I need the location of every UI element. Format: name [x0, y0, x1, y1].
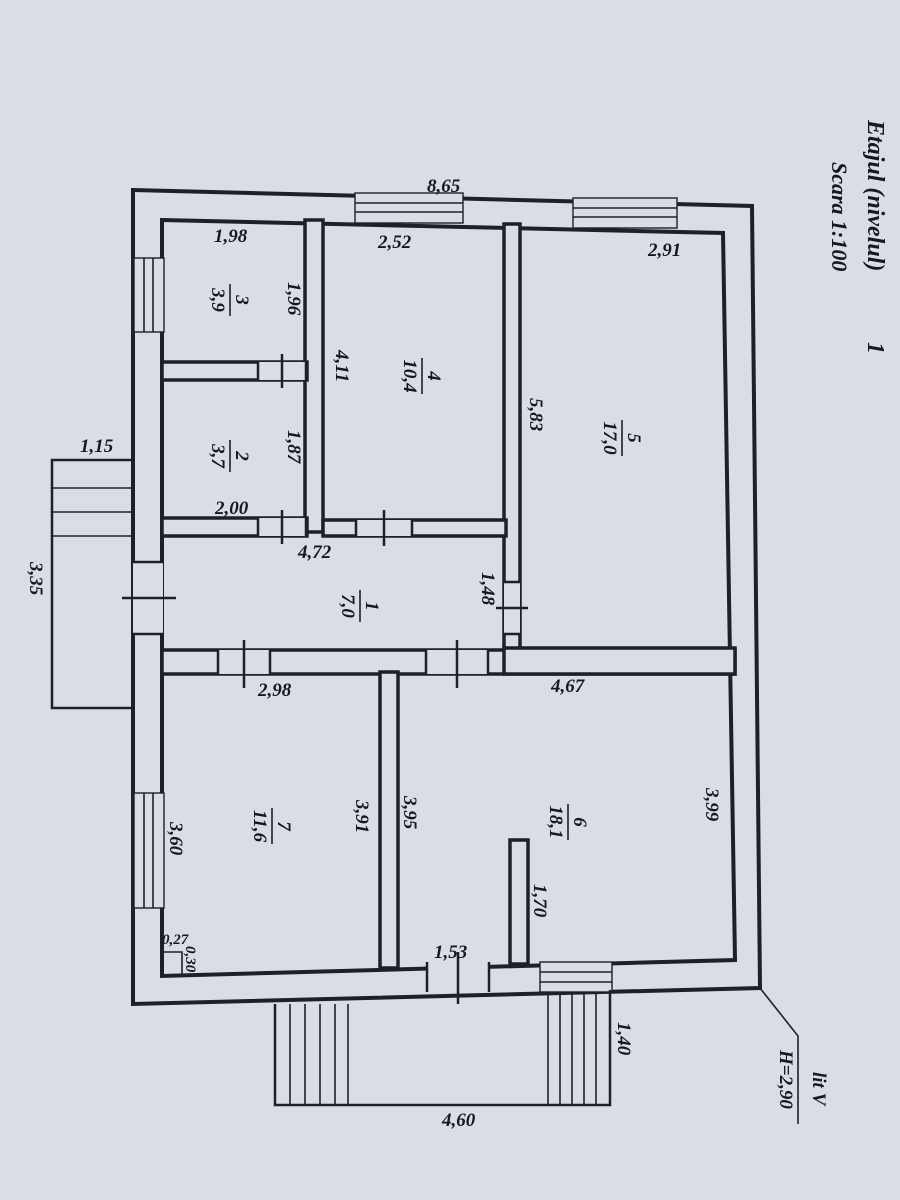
lit-label: lit V — [808, 1072, 829, 1107]
door-r1-r6 — [424, 640, 490, 688]
window-left-1 — [133, 257, 165, 333]
dim-porch-bottom-depth: 1,40 — [613, 1022, 634, 1056]
dim-porch-left-length: 3,35 — [25, 561, 46, 596]
dim-r3-width: 1,98 — [214, 226, 248, 247]
outer-walls — [131, 187, 763, 1007]
dim-r6-width: 4,67 — [550, 676, 586, 697]
dim-r1-length: 4,72 — [297, 542, 332, 563]
dim-r5-depth: 5,83 — [525, 398, 546, 431]
svg-text:17,0: 17,0 — [599, 421, 620, 455]
dim-r3-depth: 1,96 — [283, 282, 304, 316]
room-2-label: 2 3,7 — [207, 440, 252, 472]
dim-door: 1,53 — [434, 942, 467, 963]
dim-total-width: 8,65 — [427, 176, 461, 197]
svg-text:11,6: 11,6 — [249, 810, 270, 843]
room-5-label: 5 17,0 — [599, 420, 644, 456]
dim-r5-width: 2,91 — [647, 240, 681, 261]
dim-r2-depth: 1,87 — [283, 430, 304, 465]
svg-text:10,4: 10,4 — [399, 359, 420, 392]
svg-text:18,1: 18,1 — [545, 805, 566, 838]
door-r2-r3 — [256, 354, 308, 388]
dim-r4-depth: 4,11 — [331, 349, 352, 382]
door-r1-r4 — [354, 510, 414, 546]
dim-partition: 1,70 — [529, 884, 550, 918]
window-left-2 — [133, 792, 165, 909]
svg-text:1: 1 — [361, 601, 382, 611]
door-r1-r7 — [216, 640, 272, 688]
svg-text:7,0: 7,0 — [337, 594, 358, 618]
room-7-label: 7 11,6 — [249, 808, 294, 844]
door-bottom-exit — [425, 952, 491, 1004]
room-1-label: 1 7,0 — [337, 590, 382, 622]
svg-text:6: 6 — [569, 817, 590, 827]
plan-level: 1 — [862, 342, 888, 354]
svg-text:7: 7 — [273, 821, 294, 832]
svg-text:2: 2 — [231, 450, 252, 461]
room-4-label: 4 10,4 — [399, 358, 444, 394]
room-3-label: 3 3,9 — [207, 284, 252, 316]
porch-left — [50, 458, 133, 710]
door-entrance-left — [122, 560, 176, 636]
wall-r7-r6 — [378, 670, 400, 970]
dim-r2-width: 2,00 — [214, 498, 249, 519]
dim-r7-width: 2,98 — [257, 680, 292, 701]
svg-text:3: 3 — [231, 294, 252, 305]
dim-r4-width: 2,52 — [377, 232, 412, 253]
door-r1-r5 — [496, 580, 528, 636]
svg-text:3,9: 3,9 — [207, 287, 228, 312]
wall-r5-r6 — [502, 646, 737, 676]
dim-r6-depth-right: 3,99 — [701, 787, 722, 822]
porch-bottom — [273, 990, 612, 1107]
window-top-1 — [354, 192, 464, 224]
niche-room7 — [162, 951, 183, 976]
plan-scale: Scara 1:100 — [827, 162, 852, 271]
dim-porch-bottom-length: 4,60 — [441, 1110, 476, 1131]
window-top-2 — [572, 197, 678, 229]
door-r1-r2 — [256, 510, 308, 544]
dim-niche-b: 0,30 — [182, 946, 198, 973]
room-6-label: 6 18,1 — [545, 804, 590, 840]
dim-r1-width: 1,48 — [477, 572, 498, 606]
lit-height: H=2,90 — [775, 1049, 796, 1109]
lit-leader — [759, 987, 799, 1124]
window-bottom — [539, 961, 613, 993]
dim-r7-depth-left: 3,60 — [165, 821, 186, 856]
wall-r4-r1 — [321, 518, 508, 538]
svg-text:3,7: 3,7 — [207, 443, 228, 469]
svg-text:4: 4 — [423, 370, 444, 381]
dim-niche-a: 0,27 — [162, 932, 189, 948]
plan-title: Etajul (nivelul) — [862, 119, 888, 271]
dim-r7-depth-right: 3,91 — [351, 799, 372, 833]
dim-porch-left-width: 1,15 — [80, 436, 114, 457]
svg-text:5: 5 — [623, 433, 644, 443]
dim-r6-depth-left: 3,95 — [399, 795, 420, 830]
partition-room6 — [508, 838, 530, 966]
